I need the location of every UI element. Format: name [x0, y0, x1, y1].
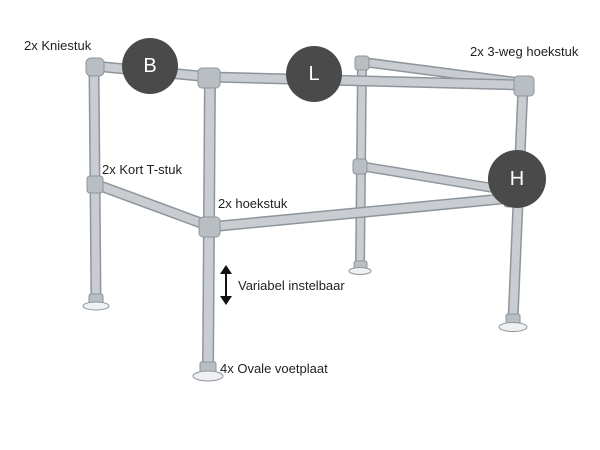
- oval-foot-plate: [82, 260, 528, 382]
- adjustable-height-arrow-icon: [220, 265, 232, 305]
- badge-l: L: [286, 46, 342, 102]
- left-mid-rail: [89, 178, 215, 232]
- badge-b: B: [122, 38, 178, 94]
- knee-fitting: [85, 57, 105, 77]
- label-variabel-instelbaar: Variabel instelbaar: [238, 278, 345, 293]
- badge-h: H: [488, 150, 546, 208]
- three-way-corner-fitting: [197, 55, 535, 97]
- short-t-fitting: [86, 158, 368, 194]
- label-hoekstuk: 2x hoekstuk: [218, 196, 288, 211]
- label-3-weg-hoekstuk: 2x 3-weg hoekstuk: [470, 44, 579, 59]
- label-ovale-voetplaat: 4x Ovale voetplaat: [220, 361, 328, 376]
- back-mid-rail: [355, 161, 510, 195]
- label-kort-t-stuk: 2x Kort T-stuk: [102, 162, 182, 177]
- front-mid-rail: [203, 192, 518, 233]
- top-front-rail: [204, 71, 530, 91]
- label-kniestuk: 2x Kniestuk: [24, 38, 92, 53]
